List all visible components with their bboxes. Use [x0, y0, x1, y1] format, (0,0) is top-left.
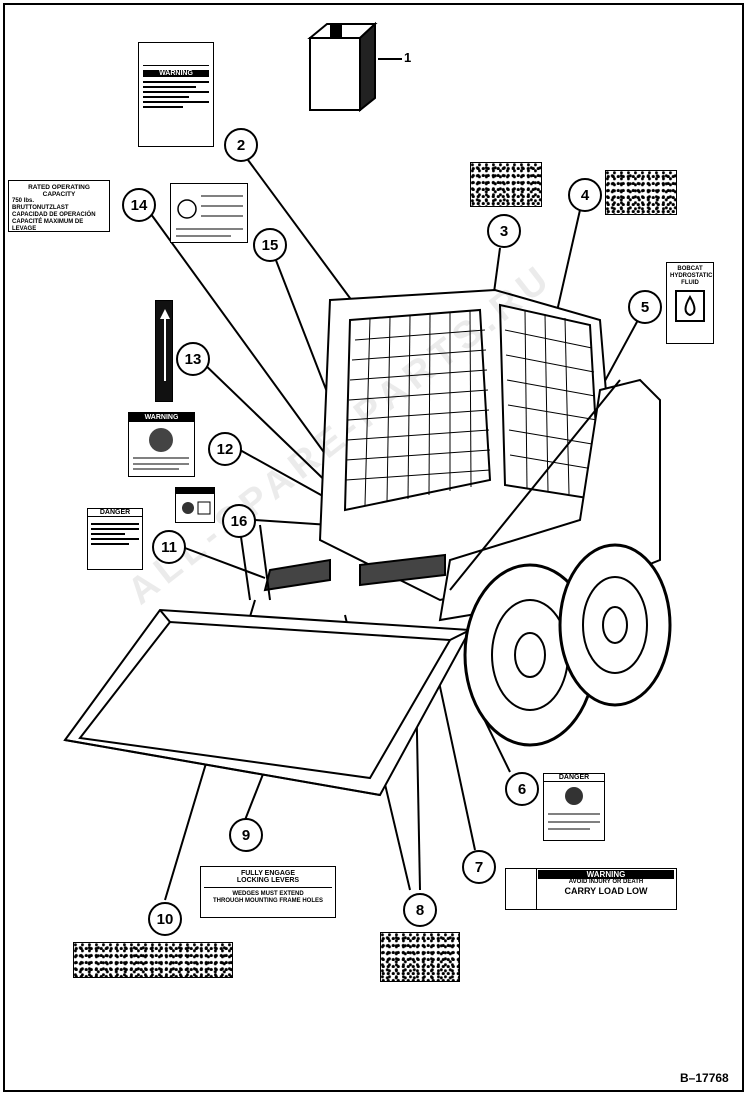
callout-3: 3 [487, 214, 521, 248]
crush-hazard-icon [548, 787, 600, 830]
carry-load-header: WARNING [538, 870, 674, 879]
callout-15: 15 [253, 228, 287, 262]
callout-2: 2 [224, 128, 258, 162]
danger-left-header: DANGER [88, 509, 142, 517]
arrow-decal [155, 300, 173, 402]
hydro-line1: BOBCAT [677, 266, 703, 272]
callout-14: 14 [122, 188, 156, 222]
leader-14 [147, 209, 356, 496]
carry-load-icon [506, 869, 537, 909]
engine-hazard-icon [133, 428, 189, 470]
rated-capacity-decal: RATED OPERATING CAPACITY 750 lbs. BRUTTO… [8, 180, 110, 232]
leader-11 [184, 547, 266, 579]
callout-5: 5 [628, 290, 662, 324]
danger-right-header: DANGER [544, 774, 604, 782]
rated-capacity-line1: RATED OPERATING CAPACITY [28, 184, 90, 198]
control-decal-icon [176, 195, 243, 237]
callout-16: 16 [222, 504, 256, 538]
callout-10: 10 [148, 902, 182, 936]
fluid-drop-icon [675, 290, 705, 322]
hydro-line2: HYDROSTATIC [670, 273, 713, 279]
loader-illustration [63, 288, 672, 797]
rated-capacity-line2: 750 lbs. [12, 198, 35, 204]
up-arrow-icon [160, 309, 170, 381]
locking-line3: WEDGES MUST EXTEND [232, 891, 304, 897]
callout-1: 1 [404, 50, 412, 65]
warning-engine-header: WARNING [129, 413, 194, 422]
danger-left-decal: DANGER [87, 508, 143, 570]
hydrostatic-fluid-decal: BOBCAT HYDROSTATIC FLUID [666, 262, 714, 344]
texture-decal-3 [470, 162, 542, 207]
figure-id: B–17768 [680, 1071, 729, 1085]
danger-right-decal: DANGER [543, 773, 605, 841]
texture-decal-8 [380, 932, 460, 982]
locking-levers-decal: FULLY ENGAGE LOCKING LEVERS WEDGES MUST … [200, 866, 336, 918]
operator-warning-decal: WARNING [138, 42, 214, 147]
control-decal [170, 183, 248, 243]
leader-5 [599, 319, 639, 391]
texture-decal-10 [73, 942, 233, 978]
figure-frame [3, 3, 744, 1092]
callout-13: 13 [176, 342, 210, 376]
carry-load-line1: AVOID INJURY OR DEATH [568, 879, 644, 885]
rated-capacity-line3: BRUTTONUTZLAST [12, 205, 69, 211]
decal-warning-header: WARNING [143, 70, 209, 77]
rated-capacity-line4: CAPACIDAD DE OPERACIÓN [12, 212, 96, 218]
locking-line1: FULLY ENGAGE [240, 870, 296, 877]
manual-box-icon [307, 21, 378, 113]
callout-12: 12 [208, 432, 242, 466]
rated-capacity-line5: CAPACITÉ MAXIMUM DE LEVAGE [12, 219, 84, 232]
locking-line4: THROUGH MOUNTING FRAME HOLES [213, 898, 323, 904]
callout-8: 8 [403, 893, 437, 927]
small-hazard-icon [182, 501, 211, 515]
locking-line2: LOCKING LEVERS [236, 877, 300, 884]
carry-load-line2: CARRY LOAD LOW [564, 886, 648, 896]
leader-12 [239, 449, 331, 501]
leader-13 [199, 359, 341, 496]
callout-6: 6 [505, 772, 539, 806]
callout-7: 7 [462, 850, 496, 884]
small-warning-decal [175, 487, 215, 523]
callout-4: 4 [568, 178, 602, 212]
hydro-line3: FLUID [681, 280, 699, 286]
callout-9: 9 [229, 818, 263, 852]
carry-load-low-decal: WARNING AVOID INJURY OR DEATH CARRY LOAD… [505, 868, 677, 910]
leader-16 [254, 519, 331, 526]
warning-engine-decal: WARNING [128, 412, 195, 477]
callout-11: 11 [152, 530, 186, 564]
texture-decal-4 [605, 170, 677, 215]
